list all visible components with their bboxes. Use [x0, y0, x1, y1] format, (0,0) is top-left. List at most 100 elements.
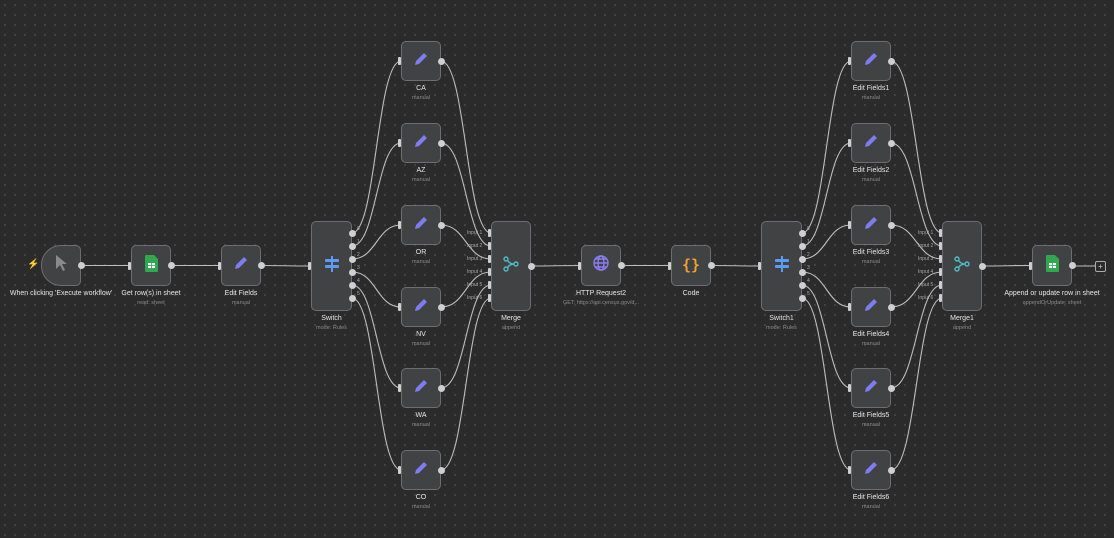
connection-line[interactable]: [801, 271, 852, 308]
output-port[interactable]: [257, 262, 265, 269]
node-switch[interactable]: [311, 221, 352, 311]
connection-line[interactable]: [351, 284, 402, 389]
node-or[interactable]: [401, 205, 441, 245]
input-port[interactable]: [848, 57, 851, 65]
output-port[interactable]: [617, 262, 625, 269]
node-ca[interactable]: [401, 41, 441, 81]
input-port[interactable]: [488, 242, 491, 250]
connection-line[interactable]: [260, 264, 312, 267]
node-switch1[interactable]: [761, 221, 802, 311]
input-port[interactable]: [488, 294, 491, 302]
input-port[interactable]: [1029, 261, 1032, 270]
output-port[interactable]: [798, 242, 806, 250]
input-port[interactable]: [488, 229, 491, 237]
input-port[interactable]: [398, 303, 401, 311]
output-port[interactable]: [798, 255, 806, 263]
connection-line[interactable]: [890, 60, 943, 234]
node-getrows[interactable]: [131, 245, 171, 286]
connection-line[interactable]: [981, 264, 1033, 267]
connection-line[interactable]: [530, 264, 582, 267]
input-port[interactable]: [939, 255, 942, 263]
output-port[interactable]: [798, 268, 806, 276]
connection-line[interactable]: [710, 264, 762, 267]
node-ef5[interactable]: [851, 368, 891, 408]
node-http[interactable]: [581, 245, 621, 286]
input-port[interactable]: [218, 261, 221, 270]
output-port[interactable]: [887, 57, 895, 65]
connection-line[interactable]: [801, 142, 852, 247]
output-port[interactable]: [887, 303, 895, 311]
connection-line[interactable]: [801, 224, 852, 260]
input-port[interactable]: [398, 221, 401, 229]
connection-line[interactable]: [351, 271, 402, 308]
node-append[interactable]: [1032, 245, 1072, 286]
connection-line[interactable]: [890, 297, 943, 471]
connection-line[interactable]: [801, 60, 852, 234]
output-port[interactable]: [437, 466, 445, 474]
input-port[interactable]: [398, 139, 401, 147]
input-port[interactable]: [848, 466, 851, 474]
input-port[interactable]: [939, 294, 942, 302]
connection-line[interactable]: [440, 271, 492, 308]
node-ef2[interactable]: [851, 123, 891, 163]
output-port[interactable]: [1068, 262, 1076, 269]
connection-line[interactable]: [351, 297, 402, 471]
input-port[interactable]: [939, 268, 942, 276]
output-port[interactable]: [437, 221, 445, 229]
input-port[interactable]: [398, 57, 401, 65]
node-ef1[interactable]: [851, 41, 891, 81]
connection-line[interactable]: [890, 271, 943, 308]
input-port[interactable]: [848, 139, 851, 147]
node-az[interactable]: [401, 123, 441, 163]
node-code[interactable]: {}: [671, 245, 711, 286]
output-port[interactable]: [348, 242, 356, 250]
connection-line[interactable]: [440, 142, 492, 247]
output-port[interactable]: [348, 268, 356, 276]
node-merge1[interactable]: [942, 221, 982, 311]
node-nv[interactable]: [401, 287, 441, 327]
input-port[interactable]: [578, 261, 581, 270]
input-port[interactable]: [488, 255, 491, 263]
connection-line[interactable]: [440, 297, 492, 471]
output-port[interactable]: [348, 281, 356, 289]
node-ef3[interactable]: [851, 205, 891, 245]
input-port[interactable]: [848, 303, 851, 311]
output-port[interactable]: [77, 262, 85, 269]
input-port[interactable]: [848, 384, 851, 392]
node-ef4[interactable]: [851, 287, 891, 327]
input-port[interactable]: [668, 261, 671, 270]
output-port[interactable]: [348, 294, 356, 302]
connection-line[interactable]: [440, 224, 492, 260]
output-port[interactable]: [437, 303, 445, 311]
output-port[interactable]: [527, 262, 535, 270]
output-port[interactable]: [798, 294, 806, 302]
output-port[interactable]: [887, 221, 895, 229]
connection-line[interactable]: [801, 297, 852, 471]
node-wa[interactable]: [401, 368, 441, 408]
input-port[interactable]: [939, 242, 942, 250]
input-port[interactable]: [488, 268, 491, 276]
input-port[interactable]: [939, 229, 942, 237]
output-port[interactable]: [437, 57, 445, 65]
connection-line[interactable]: [351, 142, 402, 247]
output-port[interactable]: [707, 262, 715, 269]
input-port[interactable]: [939, 281, 942, 289]
connection-line[interactable]: [440, 60, 492, 234]
connection-line[interactable]: [351, 60, 402, 234]
node-ef6[interactable]: [851, 450, 891, 490]
output-port[interactable]: [437, 139, 445, 147]
input-port[interactable]: [398, 466, 401, 474]
input-port[interactable]: [488, 281, 491, 289]
connection-line[interactable]: [890, 142, 943, 247]
input-port[interactable]: [128, 261, 131, 270]
output-port[interactable]: [887, 384, 895, 392]
output-port[interactable]: [348, 255, 356, 263]
output-port[interactable]: [437, 384, 445, 392]
connection-line[interactable]: [890, 224, 943, 260]
node-trigger[interactable]: [41, 245, 81, 286]
input-port[interactable]: [308, 262, 311, 270]
input-port[interactable]: [758, 262, 761, 270]
connection-line[interactable]: [801, 284, 852, 389]
output-port[interactable]: [887, 139, 895, 147]
node-edit[interactable]: [221, 245, 261, 286]
